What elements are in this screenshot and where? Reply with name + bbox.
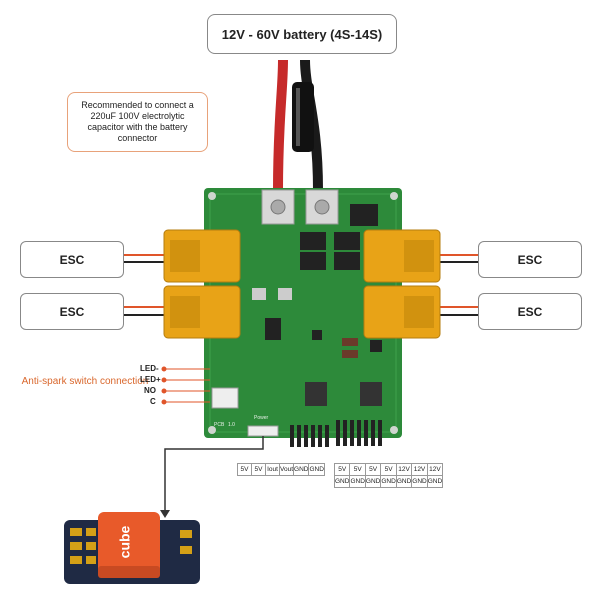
battery-red-wire — [273, 59, 288, 191]
pin-cell: GND — [349, 475, 366, 488]
mosfet — [300, 252, 326, 270]
inductor — [305, 382, 327, 406]
power-header — [247, 425, 279, 437]
mosfet — [334, 252, 360, 270]
xt-connector-detail — [170, 240, 200, 272]
pin-cell: GND — [308, 463, 325, 476]
mosfet — [334, 232, 360, 250]
esc-box-top-left: ESC — [20, 241, 124, 278]
fc-cable-arrow — [160, 510, 170, 518]
pin-header-aux — [336, 420, 382, 446]
pin-cell: GND — [411, 475, 428, 488]
pin-cell: 12V — [395, 463, 413, 476]
resistor — [342, 338, 358, 346]
capacitor-body — [292, 82, 314, 152]
pin-cell: 5V — [380, 463, 397, 476]
pin-cell: 12V — [411, 463, 428, 476]
switch-pin-label: LED+ — [140, 375, 161, 384]
regulator — [265, 318, 281, 340]
pin-cell: 5V — [333, 463, 351, 476]
aux-header-table: 5V 5V 5V 5V 12V 12V 12V GND GND GND GND … — [333, 463, 444, 488]
pin-cell: 12V — [426, 463, 444, 476]
mounting-hole — [208, 426, 216, 434]
pin-cell: GND — [293, 463, 310, 476]
switch-header — [211, 387, 239, 409]
capacitor-stripe — [296, 88, 300, 146]
pin-cell: GND — [395, 475, 413, 488]
fc-cable — [164, 436, 264, 512]
power-header-table: 5V 5V Iout Vout GND GND — [237, 463, 325, 476]
esc-box-bottom-right: ESC — [478, 293, 582, 330]
fc-connectors — [70, 528, 192, 564]
mosfet — [300, 232, 326, 250]
silk-power: Power — [254, 415, 269, 421]
mounting-hole — [208, 192, 216, 200]
cube-module — [98, 512, 160, 576]
cube-module-base — [98, 566, 160, 578]
pin-cell: 5V — [237, 463, 252, 476]
pin-cell: Iout — [265, 463, 280, 476]
battery-label: 12V - 60V battery (4S-14S) — [207, 14, 397, 54]
pin-cell: GND — [380, 475, 397, 488]
xt-connector-detail — [404, 240, 434, 272]
switch-pin-label: C — [150, 397, 156, 406]
terminal — [252, 288, 266, 300]
mosfet — [350, 204, 378, 226]
esc-box-top-right: ESC — [478, 241, 582, 278]
pin-cell: GND — [333, 475, 351, 488]
pin-header-power — [290, 425, 329, 447]
xt-connector-detail — [170, 296, 200, 328]
esc-box-bottom-left: ESC — [20, 293, 124, 330]
silk-ver: 1.0 — [228, 422, 235, 428]
resistor — [342, 350, 358, 358]
switch-pin-label: NO — [144, 386, 156, 395]
switch-arrows — [161, 366, 210, 405]
anti-spark-label: Anti-spark switch connection — [21, 376, 149, 387]
chip — [312, 330, 322, 340]
pin-cell: Vout — [278, 463, 295, 476]
cube-brand-label: cube — [116, 525, 133, 559]
pin-cell: GND — [364, 475, 382, 488]
mounting-hole — [390, 192, 398, 200]
inductor — [360, 382, 382, 406]
silk-pcb: PCB — [214, 422, 225, 428]
xt-connector-detail — [404, 296, 434, 328]
pin-cell: 5V — [364, 463, 382, 476]
pin-cell: 5V — [349, 463, 366, 476]
pin-cell: 5V — [251, 463, 266, 476]
terminal — [278, 288, 292, 300]
chip — [370, 340, 382, 352]
pcb-board — [204, 188, 402, 438]
pin-cell: GND — [426, 475, 444, 488]
switch-pin-label: LED- — [140, 364, 159, 373]
capacitor-note: Recommended to connect a 220uF 100V elec… — [67, 92, 208, 152]
mounting-hole — [390, 426, 398, 434]
